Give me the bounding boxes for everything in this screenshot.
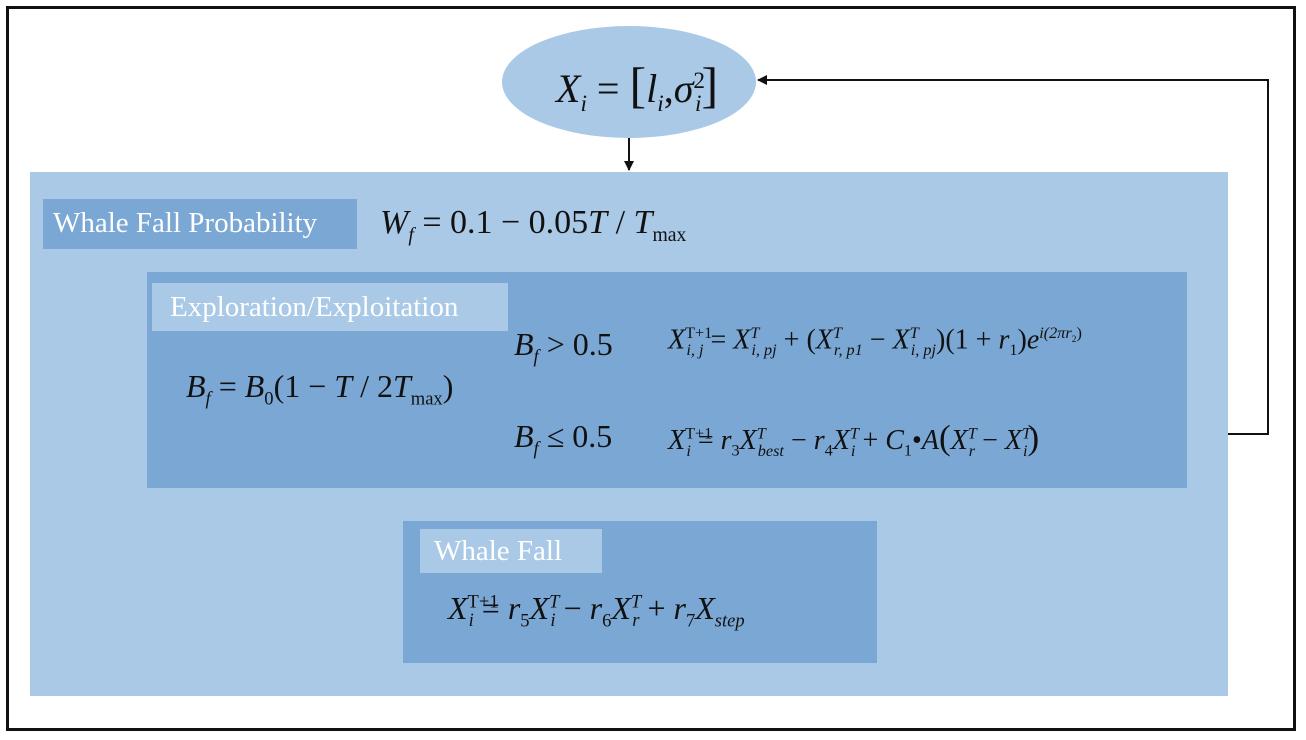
feedback-loop-arrow: [757, 75, 1269, 435]
solution-vector-equation: Xi = [li,σ2i]: [556, 57, 719, 117]
balance-factor-equation: Bf = B0(1 − T / 2Tmax): [186, 368, 454, 410]
exploration-condition: Bf > 0.5: [514, 326, 613, 368]
exploitation-update-equation: XT+1i = r3XTbest − r4XTi + C1•A(XTr − XT…: [668, 418, 1040, 460]
whale-fall-label: Whale Fall: [434, 535, 563, 567]
exploration-exploitation-label: Exploration/Exploitation: [170, 291, 459, 323]
whale-fall-update-equation: XT+1i = r5XTi − r6XTr + r7Xstep: [448, 590, 745, 632]
exploration-exploitation-tag: [152, 283, 508, 331]
whale-fall-probability-label: Whale Fall Probability: [53, 207, 318, 239]
solution-vector-node: [502, 26, 756, 138]
whale-fall-tag: [420, 529, 602, 573]
whale-fall-probability-equation: Wf = 0.1 − 0.05T / Tmax: [380, 204, 687, 246]
exploitation-condition: Bf ≤ 0.5: [514, 418, 613, 460]
whale-fall-probability-tag: [43, 199, 357, 249]
exploration-update-equation: XT+1i, j = XTi, pj + (XTr, p1 − XTi, pj)…: [668, 324, 1082, 359]
